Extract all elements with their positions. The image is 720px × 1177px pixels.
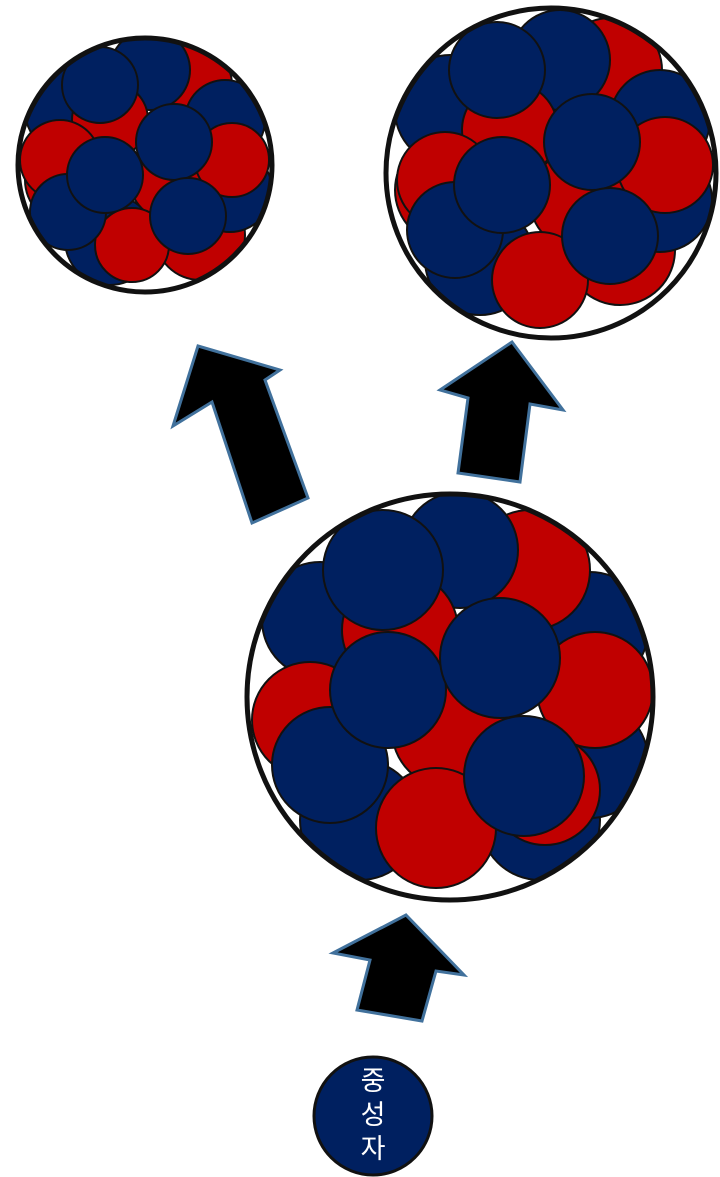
- proton-sphere: [491, 231, 589, 329]
- neutron-sphere: [463, 715, 585, 837]
- arrow-neutron-to-nucleus: [328, 913, 469, 1023]
- arrow-to-right-fragment: [436, 339, 567, 484]
- nucleon-cluster-left: [19, 38, 272, 286]
- neutron-sphere: [453, 136, 551, 234]
- neutron-sphere: [149, 177, 227, 255]
- neutron-sphere: [66, 136, 144, 214]
- nucleon-cluster-right: [394, 9, 714, 329]
- arrow-to-left-fragment: [170, 344, 310, 526]
- neutron-sphere: [135, 103, 213, 181]
- fragment-nucleus-right: [383, 5, 719, 341]
- nucleus-boundary-left: [15, 35, 275, 295]
- fragment-nucleus-left: [15, 35, 275, 295]
- neutron-sphere: [448, 21, 546, 119]
- neutron-sphere: [329, 631, 447, 749]
- nucleus-boundary-parent: [244, 491, 656, 903]
- neutron-sphere: [543, 93, 641, 191]
- parent-nucleus: [244, 491, 656, 903]
- neutron-sphere: [322, 509, 444, 631]
- nucleus-boundary-right: [383, 5, 719, 341]
- neutron-sphere: [561, 187, 659, 285]
- neutron-sphere: [439, 597, 561, 719]
- neutron-particle: [312, 1055, 434, 1177]
